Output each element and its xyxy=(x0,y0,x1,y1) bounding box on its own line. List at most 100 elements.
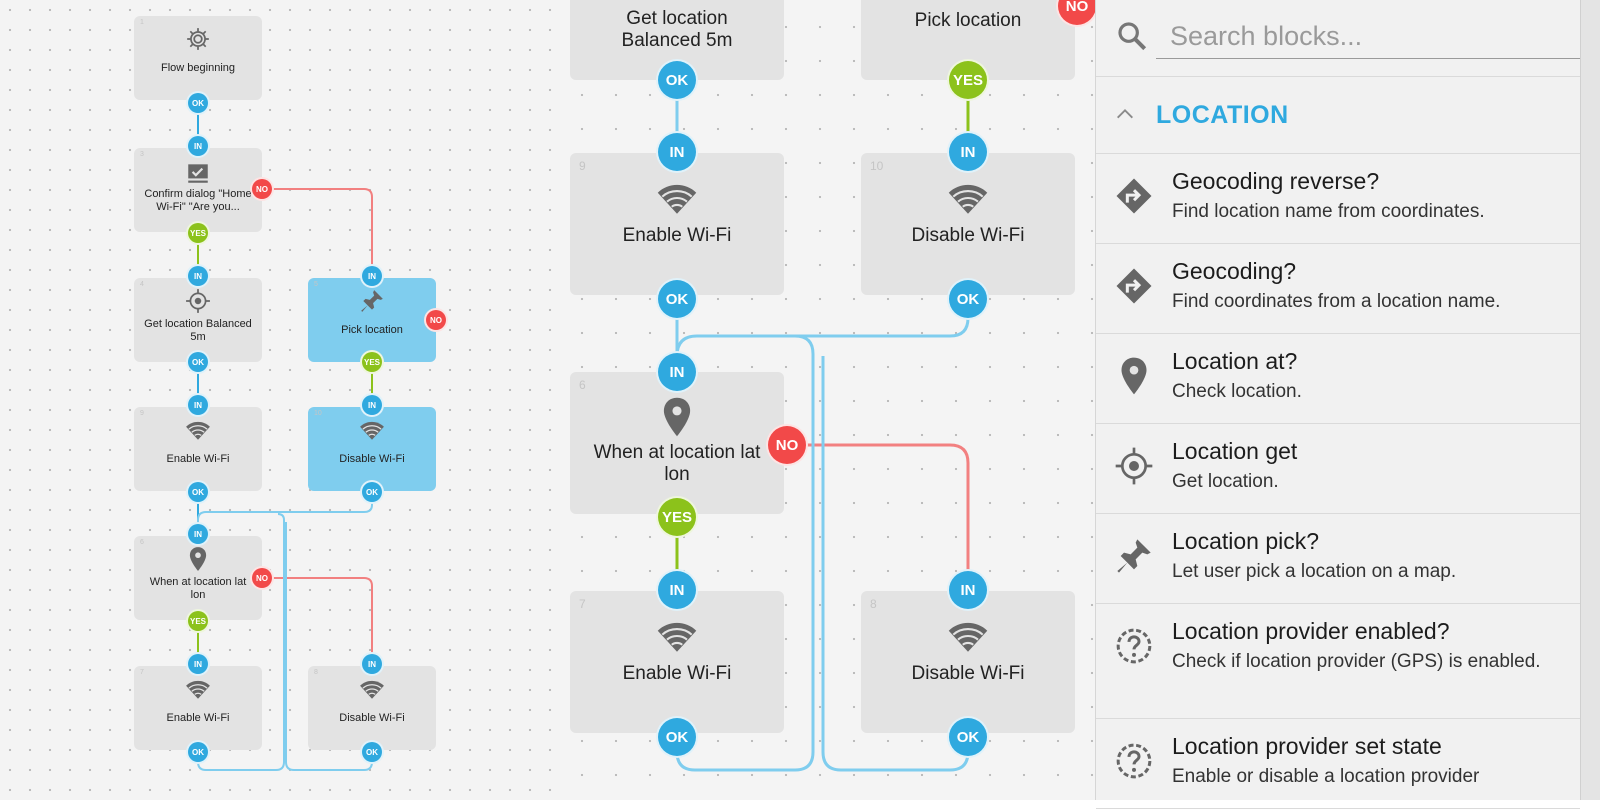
help-circle-icon xyxy=(1114,626,1154,666)
item-name: Location at? xyxy=(1172,348,1298,374)
block-number: 9 xyxy=(140,410,144,417)
wifi-icon xyxy=(947,177,989,219)
ok-port[interactable]: OK xyxy=(360,480,384,504)
yes-port[interactable]: YES xyxy=(186,221,210,245)
flow-block-selected[interactable]: 5 Pick location xyxy=(308,278,436,362)
ok-port[interactable]: OK xyxy=(186,480,210,504)
block-catalog-panel: LOCATION Geocoding reverse? Find locatio… xyxy=(1095,0,1582,809)
in-port[interactable]: IN xyxy=(360,393,384,417)
flow-block-selected[interactable]: 10 Disable Wi-Fi xyxy=(308,407,436,491)
in-port[interactable]: IN xyxy=(186,522,210,546)
list-item[interactable]: Location pick? Let user pick a location … xyxy=(1096,514,1580,604)
in-port[interactable]: IN xyxy=(947,131,989,173)
in-port[interactable]: IN xyxy=(186,264,210,288)
flow-block[interactable]: 4 Get location Balanced 5m xyxy=(134,278,262,362)
list-item[interactable]: Location provider enabled? Check if loca… xyxy=(1096,604,1580,719)
block-number: 5 xyxy=(314,281,318,288)
ok-port[interactable]: OK xyxy=(186,91,210,115)
gear-icon xyxy=(185,26,211,52)
item-description: Enable or disable a location provider xyxy=(1172,766,1480,787)
ok-port[interactable]: OK xyxy=(947,278,989,320)
ok-port[interactable]: OK xyxy=(656,59,698,101)
flow-block[interactable]: 9 Enable Wi-Fi xyxy=(134,407,262,491)
category-header[interactable]: LOCATION xyxy=(1096,77,1580,154)
search-icon xyxy=(1116,20,1148,52)
list-item[interactable]: Geocoding? Find coordinates from a locat… xyxy=(1096,244,1580,334)
ok-port[interactable]: OK xyxy=(186,350,210,374)
in-port[interactable]: IN xyxy=(656,351,698,393)
list-item[interactable]: Location provider set state Enable or di… xyxy=(1096,719,1580,809)
list-item[interactable]: Geocoding reverse? Find location name fr… xyxy=(1096,154,1580,244)
in-port[interactable]: IN xyxy=(656,131,698,173)
block-title: Disable Wi-Fi xyxy=(911,225,1025,246)
item-description: Find location name from coordinates. xyxy=(1172,201,1485,222)
list-item[interactable]: Location at? Check location. xyxy=(1096,334,1580,424)
search-bar xyxy=(1096,0,1582,77)
ok-port[interactable]: OK xyxy=(656,716,698,758)
block-number: 8 xyxy=(314,669,318,676)
block-number: 7 xyxy=(579,597,586,611)
no-port[interactable]: NO xyxy=(766,424,808,466)
item-name: Location provider enabled? xyxy=(1172,618,1450,644)
block-title: Disable Wi-Fi xyxy=(911,663,1025,684)
item-description: Check location. xyxy=(1172,381,1302,402)
block-title: When at location lat lon xyxy=(149,576,247,601)
in-port[interactable]: IN xyxy=(360,264,384,288)
list-item[interactable]: Location get Get location. xyxy=(1096,424,1580,514)
flow-block[interactable]: 7 Enable Wi-Fi xyxy=(570,591,784,733)
no-port[interactable]: NO xyxy=(424,308,448,332)
wifi-icon xyxy=(947,615,989,657)
in-port[interactable]: IN xyxy=(186,134,210,158)
no-port[interactable]: NO xyxy=(250,177,274,201)
block-number: 3 xyxy=(140,151,144,158)
crosshair-icon xyxy=(1114,446,1154,486)
block-number: 9 xyxy=(579,159,586,173)
flow-block[interactable]: 10 Disable Wi-Fi xyxy=(861,153,1075,295)
flow-block[interactable]: 7 Enable Wi-Fi xyxy=(134,666,262,750)
block-number: 4 xyxy=(140,281,144,288)
help-circle-icon xyxy=(1114,741,1154,781)
yes-port[interactable]: YES xyxy=(656,496,698,538)
in-port[interactable]: IN xyxy=(947,569,989,611)
flow-overview-canvas[interactable]: 1 Flow beginning 3 Confirm dialog "Home … xyxy=(0,0,555,800)
panel-edge-scrollbar[interactable] xyxy=(1580,0,1600,800)
in-port[interactable]: IN xyxy=(186,652,210,676)
no-port[interactable]: NO xyxy=(250,566,274,590)
block-title: Pick location xyxy=(914,10,1022,31)
ok-port[interactable]: OK xyxy=(656,278,698,320)
in-port[interactable]: IN xyxy=(656,569,698,611)
flow-block[interactable]: 6 When at location lat lon xyxy=(134,536,262,620)
location-marker-icon xyxy=(656,396,698,438)
flow-block[interactable]: 1 Flow beginning xyxy=(134,16,262,100)
block-title: Enable Wi-Fi xyxy=(622,663,732,684)
yes-port[interactable]: YES xyxy=(360,350,384,374)
yes-port[interactable]: YES xyxy=(947,59,989,101)
overview-wires xyxy=(197,103,373,771)
wifi-icon xyxy=(656,615,698,657)
block-title: Get location Balanced 5m xyxy=(144,318,252,343)
flow-zoomed-canvas[interactable]: Get location Balanced 5m Pick location 9… xyxy=(555,0,1095,800)
block-title: When at location lat lon xyxy=(593,442,761,485)
yes-port[interactable]: YES xyxy=(186,609,210,633)
flow-block[interactable]: 9 Enable Wi-Fi xyxy=(570,153,784,295)
ok-port[interactable]: OK xyxy=(186,740,210,764)
item-description: Check if location provider (GPS) is enab… xyxy=(1172,651,1541,672)
ok-port[interactable]: OK xyxy=(360,740,384,764)
crosshair-icon xyxy=(185,288,211,314)
flow-block[interactable]: 8 Disable Wi-Fi xyxy=(861,591,1075,733)
flow-block[interactable]: 3 Confirm dialog "Home Wi-Fi" "Are you..… xyxy=(134,148,262,232)
category-label: LOCATION xyxy=(1156,101,1289,129)
in-port[interactable]: IN xyxy=(186,393,210,417)
item-name: Geocoding reverse? xyxy=(1172,168,1380,194)
block-title: Get location Balanced 5m xyxy=(621,8,733,51)
in-port[interactable]: IN xyxy=(360,652,384,676)
flow-block[interactable]: 6 When at location lat lon xyxy=(570,372,784,514)
ok-port[interactable]: OK xyxy=(947,716,989,758)
item-name: Location pick? xyxy=(1172,528,1320,554)
flow-block[interactable]: Pick location xyxy=(861,0,1075,80)
search-input[interactable] xyxy=(1156,14,1582,59)
flow-block[interactable]: 8 Disable Wi-Fi xyxy=(308,666,436,750)
block-number: 10 xyxy=(314,410,322,417)
block-title: Enable Wi-Fi xyxy=(166,453,230,465)
directions-icon xyxy=(1114,266,1154,306)
